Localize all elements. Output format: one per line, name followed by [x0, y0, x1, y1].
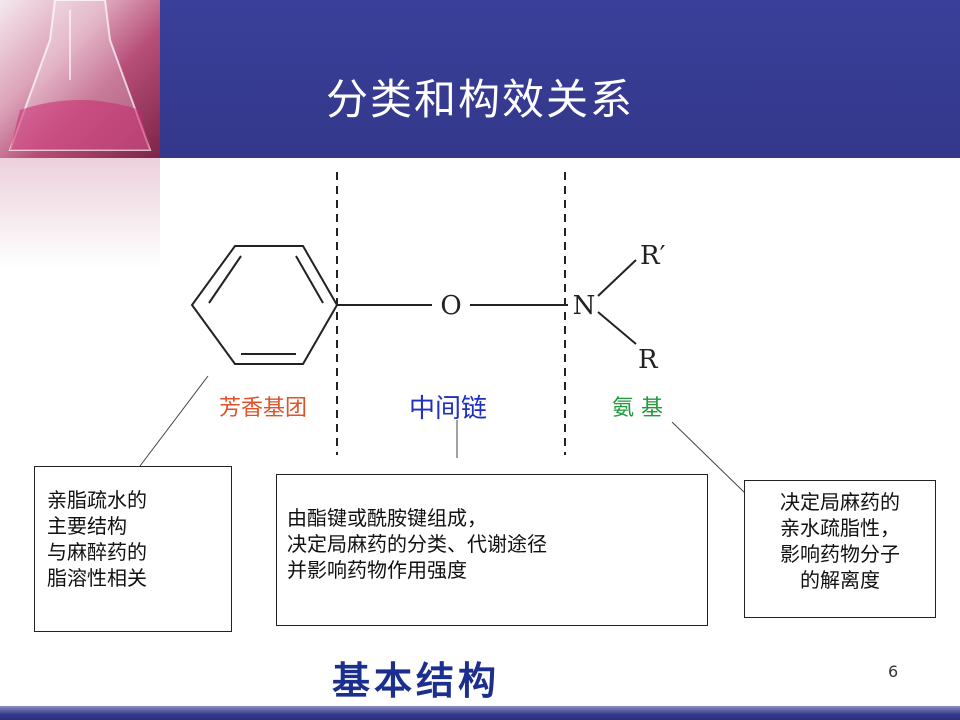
page-number: 6 [888, 662, 899, 681]
note-aromatic: 亲脂疏水的 主要结构 与麻醉药的 脂溶性相关 [34, 466, 232, 632]
note-line: 脂溶性相关 [47, 566, 147, 590]
group-r: R [638, 345, 659, 375]
flask-image [0, 0, 160, 158]
label-amino-group: 氨 基 [612, 396, 663, 421]
note-line: 决定局麻药的 [780, 490, 900, 514]
bond-n-rprime [597, 259, 637, 297]
note-line: 亲脂疏水的 [47, 488, 147, 512]
note-amino: 决定局麻药的 亲水疏脂性， 影响药物分子 的解离度 [744, 480, 936, 618]
label-aromatic-group: 芳香基团 [219, 396, 308, 421]
footer-bar [0, 706, 960, 720]
note-line: 并影响药物作用强度 [287, 558, 467, 582]
label-middle-chain: 中间链 [409, 394, 488, 424]
flask-reflection [0, 158, 160, 268]
pointer-right [671, 421, 747, 495]
note-line: 的解离度 [800, 568, 880, 592]
atom-n: N [573, 291, 596, 321]
note-line: 影响药物分子 [780, 542, 900, 566]
note-line: 主要结构 [47, 514, 127, 538]
slide-subtitle: 基本结构 [332, 659, 501, 703]
note-line: 由酯键或酰胺键组成， [287, 506, 487, 530]
bond-n-r [597, 311, 637, 345]
note-line: 决定局麻药的分类、代谢途径 [287, 532, 547, 556]
header-gradient [160, 0, 960, 158]
slide-title: 分类和构效关系 [325, 75, 634, 124]
note-line: 与麻醉药的 [47, 540, 147, 564]
note-line: 亲水疏脂性， [780, 516, 900, 540]
benzene-ring [190, 245, 339, 365]
group-r-prime: R′ [640, 241, 666, 271]
atom-o: O [440, 291, 461, 321]
note-middle-chain: 由酯键或酰胺键组成， 决定局麻药的分类、代谢途径 并影响药物作用强度 [276, 474, 708, 626]
pointer-left [139, 375, 209, 467]
